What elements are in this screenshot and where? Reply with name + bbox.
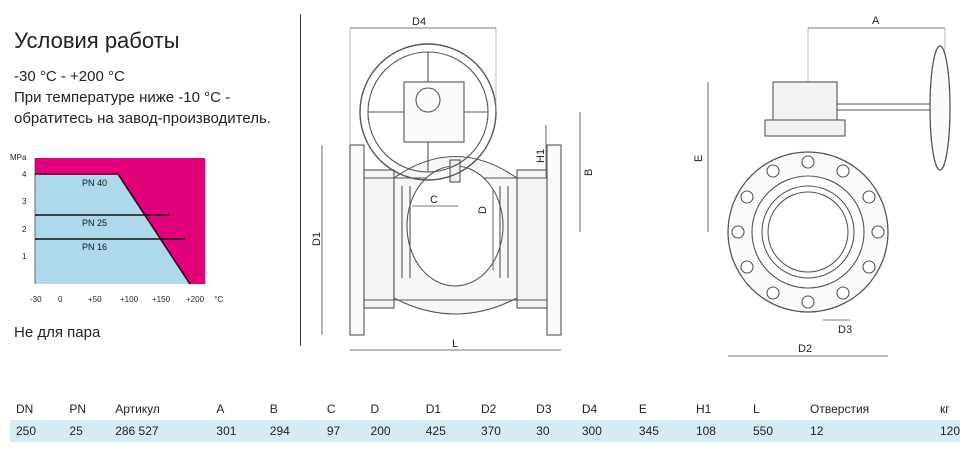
table-cell: 300 (575, 420, 633, 442)
section-divider (300, 14, 301, 346)
chart-series-label: PN 16 (82, 242, 107, 252)
chart-y-tick: 1 (22, 252, 27, 261)
table-cell: 425 (419, 420, 475, 442)
dim-label-b: B (583, 169, 595, 176)
column-header: Отверстия (810, 402, 870, 416)
chart-x-tick: +150 (152, 295, 171, 304)
dim-label-d: D (477, 206, 489, 214)
specification-table: DN PN Артикул A B C D D1 D2 D3 D4 E H1 L… (10, 398, 960, 442)
dim-label-c: C (430, 194, 438, 206)
table-cell: 120 (933, 420, 960, 442)
table-cell: 108 (689, 420, 747, 442)
table-cell: 550 (746, 420, 805, 442)
temperature-note-line2: обратитесь на завод-производитель. (14, 110, 271, 127)
column-header: PN (69, 402, 87, 416)
table-cell: 25 (63, 420, 110, 442)
table-cell: 97 (320, 420, 365, 442)
chart-series-label: PN 25 (82, 218, 107, 228)
chart-y-tick: 3 (22, 197, 27, 206)
table-cell: 286 527 (109, 420, 211, 442)
chart-y-tick: 2 (22, 225, 27, 234)
column-header: C (326, 402, 336, 416)
chart-x-tick: 0 (58, 295, 63, 304)
chart-pn40-slope (117, 173, 191, 285)
chart-series-label: PN 40 (82, 178, 107, 188)
column-header: DN (16, 402, 34, 416)
column-header: Артикул (115, 402, 160, 416)
table-header-row: DN PN Артикул A B C D D1 D2 D3 D4 E H1 L… (10, 398, 960, 420)
chart-x-tick: +200 (186, 295, 205, 304)
dim-label-l: L (452, 338, 458, 350)
table-cell: 294 (263, 420, 321, 442)
steam-note: Не для пара (14, 324, 101, 341)
table-cell: 250 (10, 420, 64, 442)
column-header: D1 (425, 402, 442, 416)
valve-front-view (321, 27, 581, 351)
chart-y-unit: MPa (10, 153, 27, 162)
temperature-range: -30 °C - +200 °C (14, 68, 125, 85)
dim-label-d3: D3 (838, 324, 852, 336)
table-cell: 30 (530, 420, 576, 442)
dim-label-e: E (693, 155, 705, 162)
column-header: кг (939, 402, 950, 416)
column-header: A (216, 402, 225, 416)
chart-y-tick: 4 (22, 170, 27, 179)
dim-label-d2: D2 (798, 343, 812, 355)
dim-label-h1: H1 (535, 149, 547, 163)
table-cell: 370 (474, 420, 531, 442)
column-header: D4 (581, 402, 598, 416)
table-row: 250 25 286 527 301 294 97 200 425 370 30… (10, 420, 960, 442)
column-header: L (752, 402, 760, 416)
column-header: D (370, 402, 380, 416)
table-cell: 345 (632, 420, 690, 442)
dim-label-d4: D4 (412, 16, 426, 28)
temperature-note-line1: При температуре ниже -10 °C - (14, 89, 231, 106)
column-header: E (638, 402, 647, 416)
table-cell: 301 (210, 420, 264, 442)
chart-x-tick: +100 (120, 295, 139, 304)
column-header: H1 (695, 402, 712, 416)
valve-side-view (707, 27, 951, 357)
valve-technical-drawing: D4 H1 B C D D1 L A E D3 D2 (311, 15, 951, 357)
chart-x-tick: -30 (30, 295, 42, 304)
column-header: D2 (480, 402, 497, 416)
dim-label-a: A (872, 15, 880, 27)
conditions-title: Условия работы (14, 28, 180, 53)
pressure-temperature-chart: MPa 4 3 2 1 PN 40 PN 25 PN 16 -30 0 +50 … (10, 153, 223, 304)
chart-allowed-area (35, 174, 190, 284)
table-cell: 200 (364, 420, 420, 442)
column-header: B (269, 402, 278, 416)
dim-label-d1: D1 (311, 232, 323, 246)
table-cell: 12 (804, 420, 934, 442)
column-header: D3 (536, 402, 552, 416)
chart-x-tick: +50 (88, 295, 102, 304)
chart-x-unit: °C (214, 295, 223, 304)
